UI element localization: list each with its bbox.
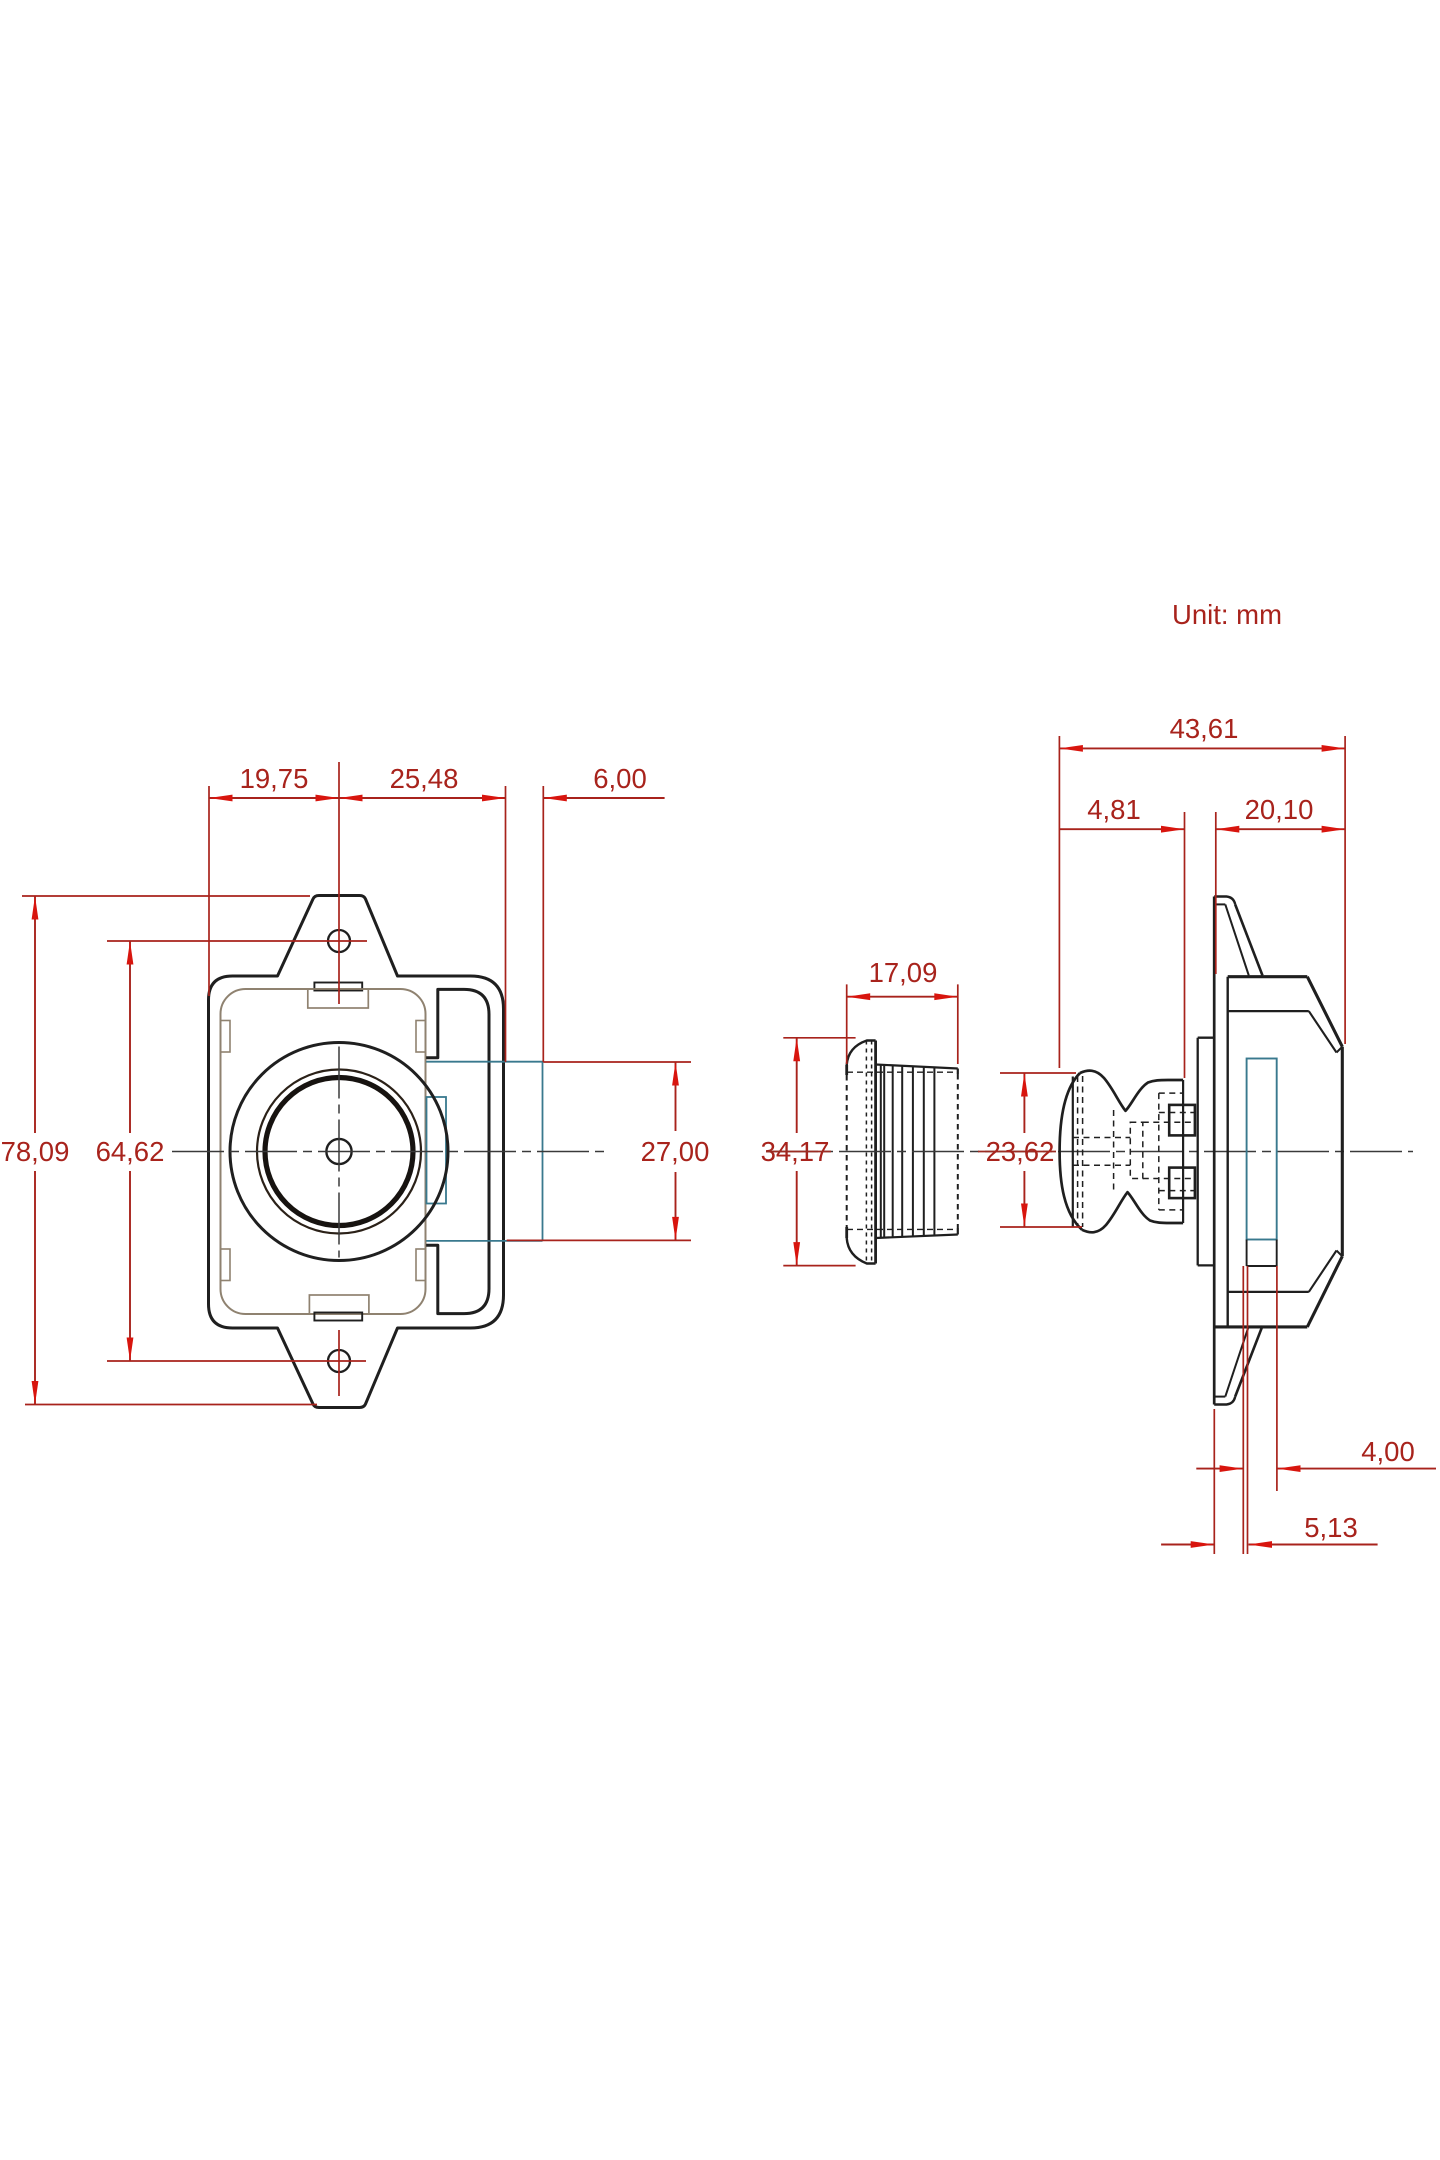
svg-text:19,75: 19,75 xyxy=(240,763,309,794)
svg-text:27,00: 27,00 xyxy=(641,1136,710,1167)
svg-text:17,09: 17,09 xyxy=(869,957,938,988)
svg-text:78,09: 78,09 xyxy=(1,1136,70,1167)
svg-text:5,13: 5,13 xyxy=(1304,1512,1358,1543)
svg-text:25,48: 25,48 xyxy=(390,763,459,794)
svg-text:Unit: mm: Unit: mm xyxy=(1172,599,1282,630)
svg-text:4,00: 4,00 xyxy=(1361,1436,1415,1467)
svg-text:64,62: 64,62 xyxy=(96,1136,165,1167)
svg-text:20,10: 20,10 xyxy=(1245,794,1314,825)
svg-text:23,62: 23,62 xyxy=(986,1136,1055,1167)
svg-text:6,00: 6,00 xyxy=(593,763,647,794)
svg-text:4,81: 4,81 xyxy=(1087,794,1141,825)
svg-text:43,61: 43,61 xyxy=(1170,713,1239,744)
